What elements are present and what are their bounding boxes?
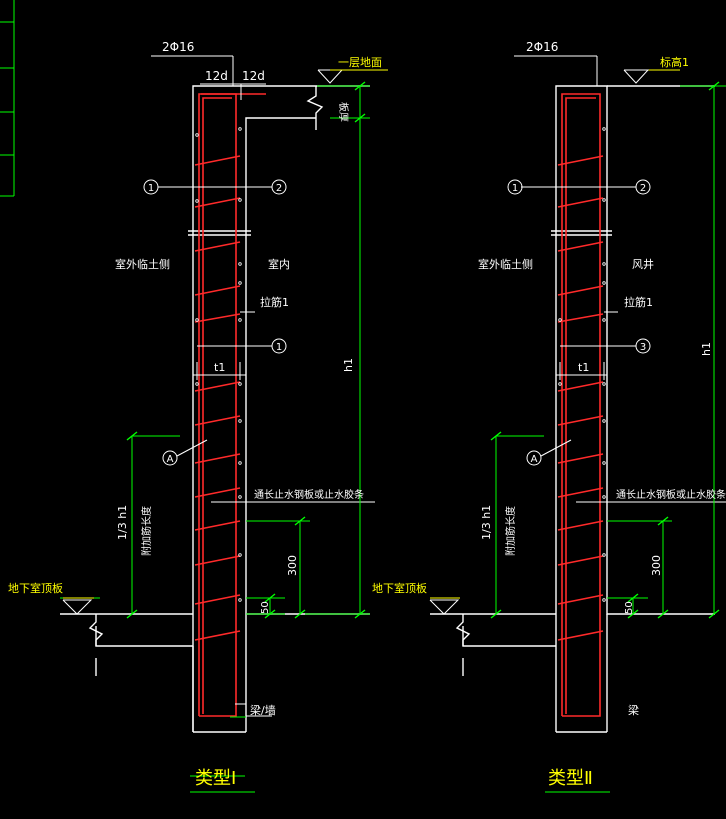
- lap-length-right: 12d: [242, 69, 265, 83]
- tie-bar-label: 拉筋1: [260, 295, 289, 309]
- dimension-ticks-type1: [126, 81, 366, 619]
- dimension-lines-type1: [60, 85, 370, 793]
- elevation-markers-type2: [429, 69, 650, 615]
- callouts-type2: [507, 179, 651, 466]
- type2-caption: 类型Ⅱ: [548, 768, 593, 789]
- outside-soil-label: 室外临土侧: [478, 257, 533, 271]
- beam-label: 梁: [628, 703, 639, 717]
- callout-2-number: 2: [276, 183, 282, 194]
- dim-300-label: 300: [650, 555, 663, 576]
- dim-50-label: 50: [624, 601, 635, 614]
- labels-type2: 2Φ16 标高1 1 2 3 A 室外临土侧 风井 拉筋1 t1 h1 1/3 …: [372, 40, 726, 789]
- anchor-length-label: 附加筋长度: [140, 506, 153, 556]
- callout-1-number: 1: [512, 183, 518, 194]
- wall-detail-type2: [429, 55, 726, 793]
- dim-50-label: 50: [260, 601, 271, 614]
- dim-h1-label: h1: [342, 358, 355, 372]
- basement-roof-label: 地下室顶板: [8, 581, 63, 595]
- basement-roof-label: 地下室顶板: [372, 581, 427, 595]
- wall-thickness-label: t1: [214, 361, 225, 374]
- dimension-lines-type2: [430, 69, 726, 793]
- dimension-ticks-type2: [490, 81, 720, 619]
- rebar-dots-type1: [195, 127, 242, 602]
- dim-h1-label: h1: [700, 342, 713, 356]
- rebar-type2: [557, 93, 604, 717]
- elevation-markers-type1: [62, 69, 388, 615]
- wall-outline-type1: [60, 85, 370, 733]
- dim-third-h1-label: 1/3 h1: [480, 505, 493, 540]
- beam-wall-label: 梁/墙: [250, 703, 276, 717]
- ground-floor-label: 一层地面: [338, 56, 382, 69]
- outside-soil-label: 室外临土侧: [115, 257, 170, 271]
- waterstop-label: 通长止水钢板或止水胶条: [616, 488, 726, 501]
- callout-3-number: 1: [276, 342, 282, 353]
- tie-bar-label: 拉筋1: [624, 295, 653, 309]
- partial-table-lines: [0, 0, 15, 197]
- annotation-lines-type1: [151, 55, 375, 717]
- elevation-label: 标高1: [660, 55, 689, 69]
- wall-detail-type1: [60, 55, 388, 793]
- air-shaft-label: 风井: [632, 257, 654, 271]
- inside-label: 室内: [268, 257, 290, 271]
- rebar-dots-type2: [558, 127, 606, 602]
- callout-2-number: 2: [640, 183, 646, 194]
- callout-a-letter: A: [531, 454, 538, 465]
- lap-length-left: 12d: [205, 69, 228, 83]
- dim-300-label: 300: [286, 555, 299, 576]
- wall-thickness-label: t1: [578, 361, 589, 374]
- top-rebar-label: 2Φ16: [162, 40, 194, 54]
- rebar-type1: [194, 93, 266, 717]
- type1-caption: 类型Ⅰ: [195, 768, 236, 789]
- annotation-lines-type2: [514, 55, 726, 503]
- waterstop-label: 通长止水钢板或止水胶条: [254, 488, 364, 501]
- callout-a-letter: A: [167, 454, 174, 465]
- callout-3-number: 3: [640, 342, 646, 353]
- callouts-type1: [143, 179, 287, 466]
- wall-outline-type2: [430, 85, 715, 733]
- labels-type1: 2Φ16 12d 12d 一层地面 板厚 1 2 1 A 室外临土侧 室内 拉筋…: [8, 40, 382, 789]
- top-rebar-label: 2Φ16: [526, 40, 558, 54]
- slab-thickness-label: 板厚: [337, 102, 350, 122]
- callout-1-number: 1: [148, 183, 154, 194]
- dim-third-h1-label: 1/3 h1: [116, 505, 129, 540]
- anchor-length-label: 附加筋长度: [504, 506, 517, 556]
